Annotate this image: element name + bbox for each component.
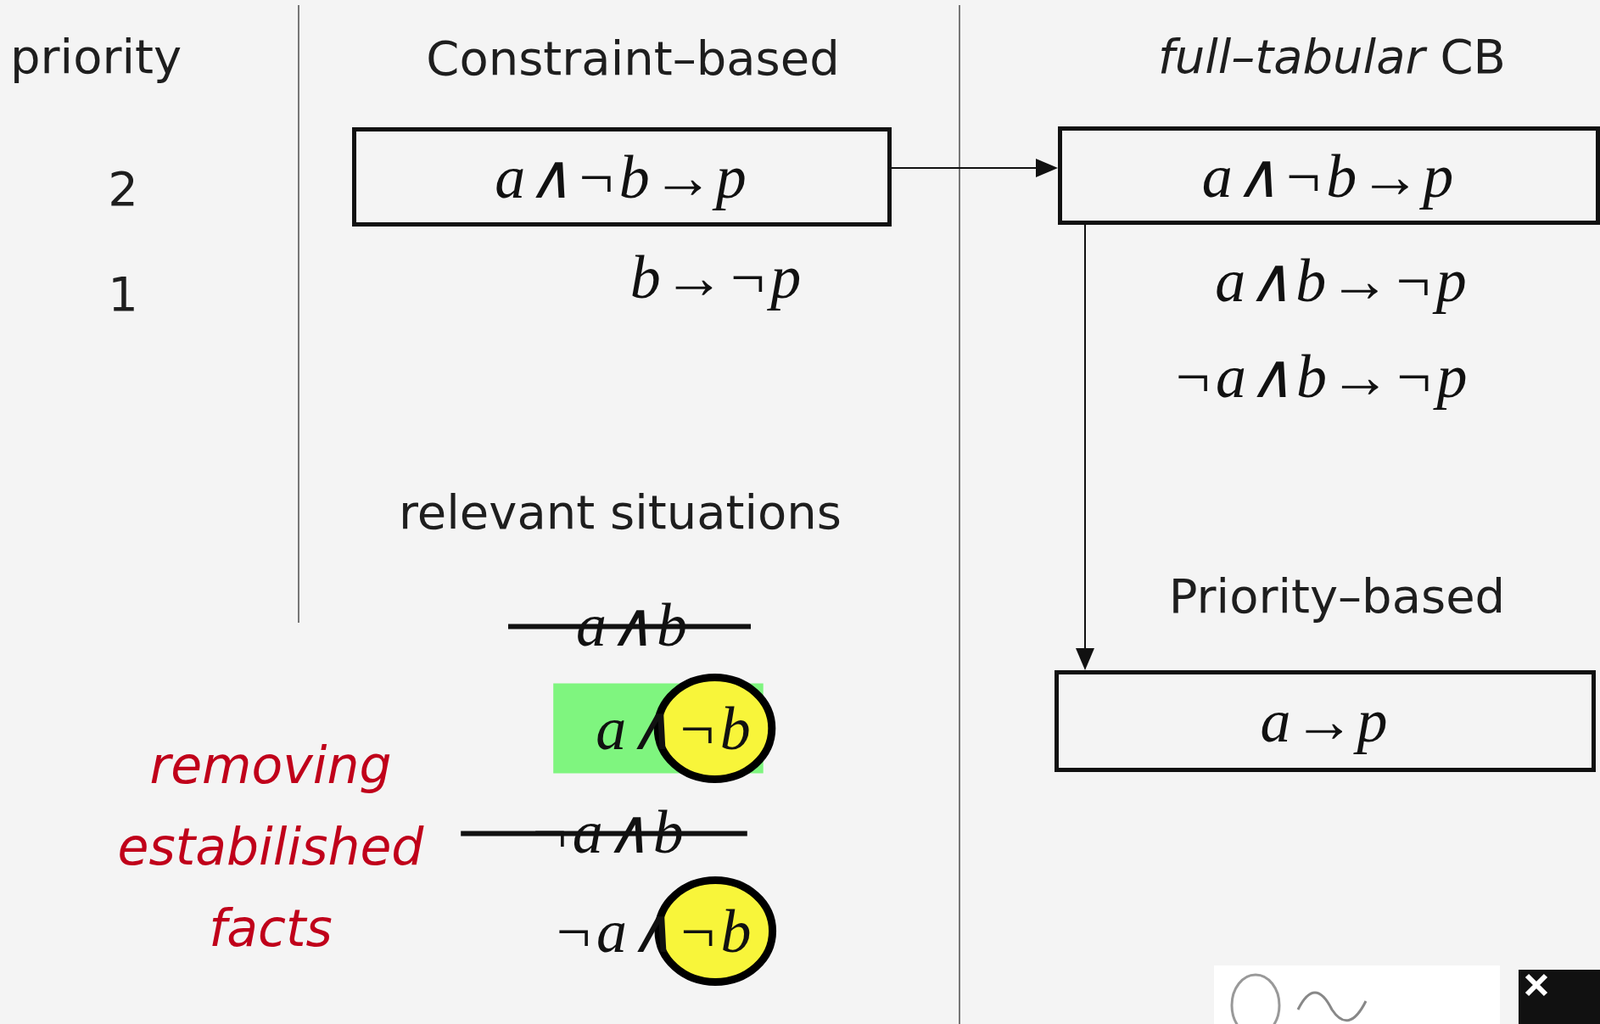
heading-label: 1 — [107, 266, 139, 322]
divider-line — [958, 5, 961, 1024]
formula-label: ¬a∧b→¬p — [1171, 340, 1470, 413]
heading-label: priority — [10, 28, 182, 84]
highlight-band — [553, 683, 763, 774]
logo-signature — [1297, 992, 1366, 1021]
connector-arrow — [891, 158, 1058, 178]
formula-label: a∧b→¬p — [1214, 244, 1470, 317]
logo-square — [1518, 969, 1600, 1024]
arrow-head — [1035, 158, 1058, 178]
rule-formula: a∧¬b→p — [1202, 139, 1457, 213]
connector-arrow — [1075, 224, 1095, 671]
heading-label: relevant situations — [398, 484, 842, 540]
formula-label: ¬a∧b — [528, 795, 687, 868]
formula-label: b→¬p — [630, 242, 805, 314]
heading-label: Priority–based — [1169, 568, 1505, 624]
formula-label: ¬a∧¬b — [552, 895, 754, 968]
divider-line — [297, 5, 300, 623]
heading-group: full–tabularCB — [1158, 28, 1506, 84]
rule-formula: a∧¬b→p — [494, 140, 750, 213]
formula-label: a∧¬b — [595, 692, 754, 765]
rule-box: a→p — [1054, 670, 1596, 773]
heading-label: 2 — [107, 161, 139, 217]
connector-line — [891, 167, 1038, 169]
heading-label: CB — [1440, 28, 1507, 84]
rule-box: a∧¬b→p — [1057, 126, 1600, 225]
heading-label: Constraint–based — [425, 30, 840, 86]
connector-line — [1084, 224, 1086, 650]
rule-box: a∧¬b→p — [352, 127, 892, 227]
logo-portrait — [1231, 974, 1280, 1024]
rule-formula: a→p — [1260, 686, 1391, 757]
logo-cross — [1527, 975, 1546, 995]
heading-label: full–tabular — [1158, 28, 1426, 84]
annotation-note: removing estabilished facts — [71, 724, 470, 969]
formula-label: a∧b — [576, 588, 690, 661]
arrow-head — [1075, 648, 1095, 671]
